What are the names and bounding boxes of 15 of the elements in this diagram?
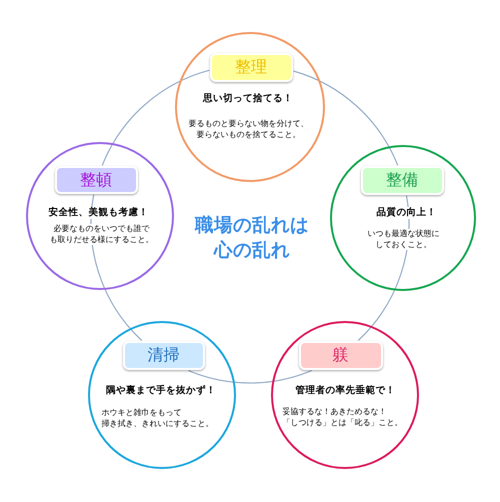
topic-circle	[270, 321, 418, 469]
connector-arc	[293, 70, 398, 166]
label-tag: 整頓	[54, 166, 138, 194]
slogan-text: 職場の乱れは心の乱れ	[195, 214, 309, 262]
topic-circle	[26, 142, 174, 290]
topic-circle	[175, 32, 325, 182]
label-tag: 清掃	[122, 340, 204, 370]
label-tag: 整理	[210, 52, 292, 82]
connector-arc	[102, 70, 210, 166]
label-tag: 整備	[360, 166, 444, 194]
topic-circle	[88, 321, 236, 469]
topic-circle	[330, 144, 476, 290]
connector-arc	[188, 370, 312, 384]
label-tag: 躾	[298, 340, 382, 370]
description-text: いつも最適な状態にしておくこと。	[368, 229, 440, 250]
